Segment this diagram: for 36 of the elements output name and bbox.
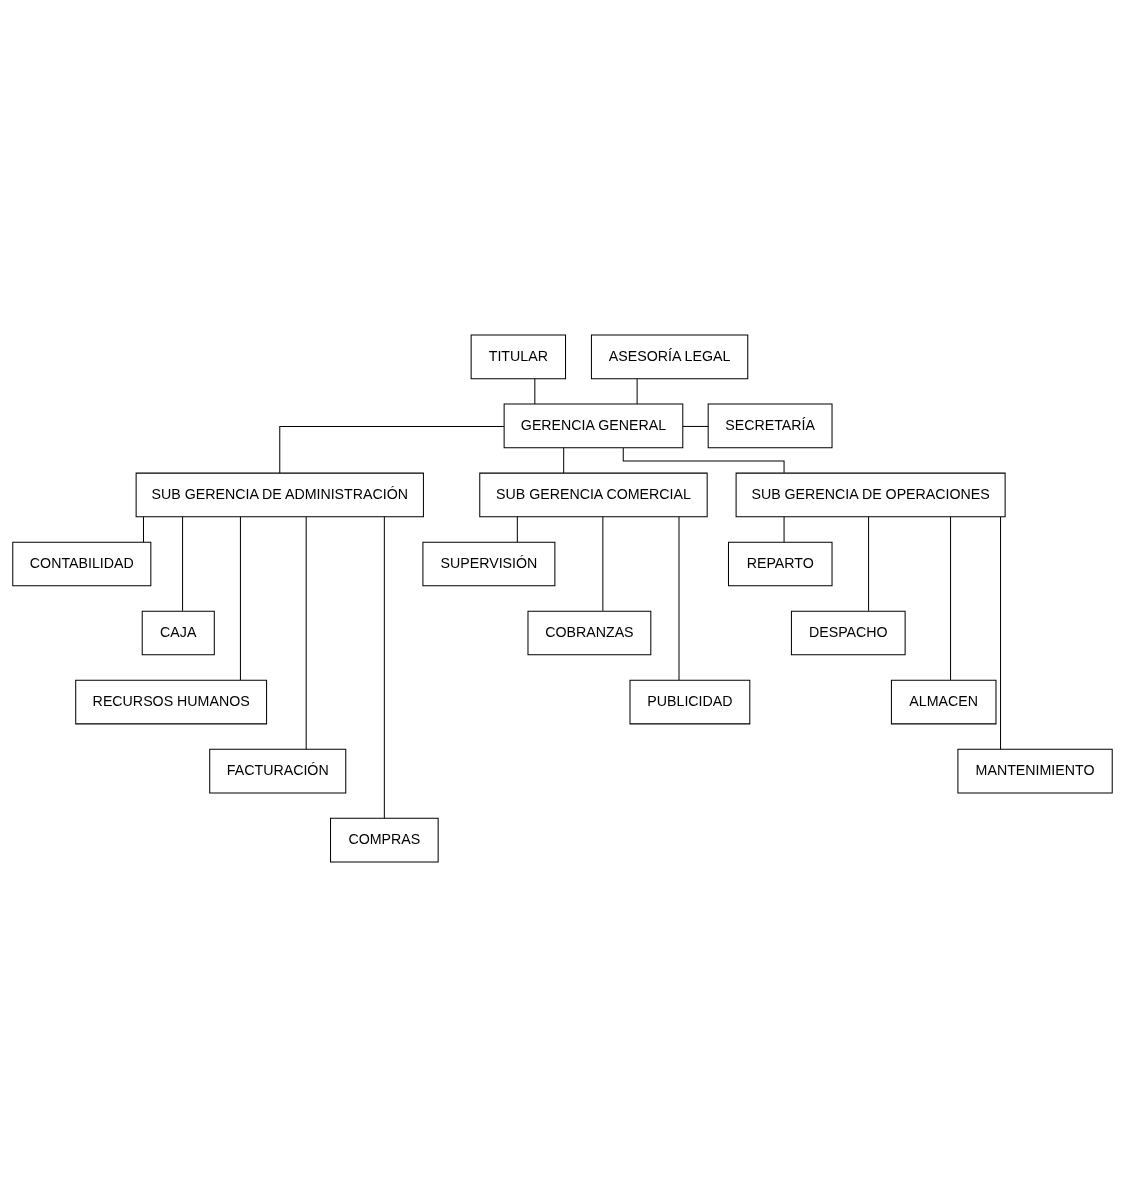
- connector: [1000, 516, 1002, 750]
- connector: [279, 425, 505, 473]
- connector: [682, 425, 709, 427]
- node-box: MANTENIMIENTO: [957, 748, 1113, 793]
- node-box: SUB GERENCIA DE ADMINISTRACIÓN: [135, 472, 424, 517]
- node-box: RECURSOS HUMANOS: [75, 679, 268, 724]
- node-box: SUB GERENCIA DE OPERACIONES: [735, 472, 1006, 517]
- connector: [783, 515, 785, 543]
- node-box: SUPERVISIÓN: [422, 541, 556, 586]
- node-box: REPARTO: [727, 541, 833, 586]
- connector: [305, 516, 307, 750]
- connector: [182, 515, 184, 611]
- node-box: COMPRAS: [330, 817, 439, 862]
- connector: [142, 515, 144, 543]
- node-box: GERENCIA GENERAL: [503, 403, 684, 448]
- connector: [602, 515, 604, 611]
- connector: [950, 516, 952, 681]
- node-box: DESPACHO: [790, 610, 906, 655]
- connector: [516, 515, 518, 543]
- node-box: PUBLICIDAD: [629, 679, 751, 724]
- node-box: CONTABILIDAD: [12, 541, 152, 586]
- connector: [239, 516, 241, 681]
- node-box: COBRANZAS: [527, 610, 652, 655]
- connector: [868, 515, 870, 611]
- connector: [383, 515, 385, 819]
- node-box: TITULAR: [470, 334, 567, 379]
- node-box: ASESORÍA LEGAL: [590, 334, 749, 379]
- node-box: SUB GERENCIA COMERCIAL: [479, 472, 708, 517]
- connector: [534, 377, 536, 404]
- node-box: SECRETARÍA: [707, 403, 833, 448]
- node-box: ALMACEN: [890, 679, 997, 724]
- connector: [678, 516, 680, 681]
- node-box: CAJA: [141, 610, 215, 655]
- connector: [563, 446, 565, 473]
- node-box: FACTURACIÓN: [209, 748, 347, 793]
- connector: [636, 377, 638, 404]
